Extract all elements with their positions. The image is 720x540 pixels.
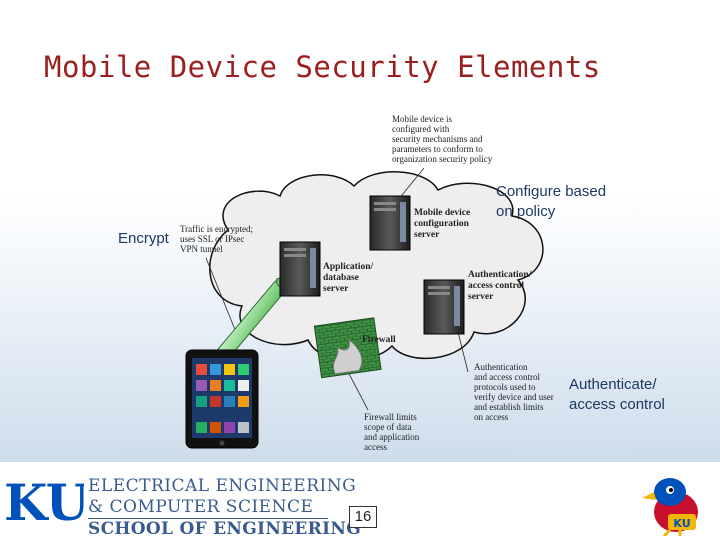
- note-line: uses SSL or IPsec: [180, 234, 245, 244]
- label-line: access control: [468, 281, 525, 291]
- ku-logo-text: KU: [4, 474, 84, 526]
- note-line: scope of data: [364, 422, 412, 432]
- firewall-label: Firewall: [362, 335, 396, 345]
- slide-title: Mobile Device Security Elements: [44, 50, 601, 84]
- jayhawk-mascot-icon: KU: [642, 478, 698, 536]
- label-line: server: [468, 292, 494, 302]
- label-line: server: [414, 230, 440, 240]
- authenticate-callout: Authenticate/ access control: [569, 375, 665, 415]
- footer-divider: [88, 518, 328, 519]
- note-line: VPN tunnel: [180, 244, 223, 254]
- note-line: on access: [474, 412, 509, 422]
- label-line: database: [323, 273, 359, 283]
- label-line: Authentication/: [468, 270, 532, 280]
- callout-line: Authenticate/: [569, 376, 657, 393]
- callout-line: access control: [569, 396, 665, 413]
- dept-line-2: & COMPUTER SCIENCE: [88, 497, 314, 517]
- callout-line: on policy: [496, 203, 556, 220]
- note-line: Mobile device is: [392, 114, 452, 124]
- app-server-icon: [279, 241, 321, 297]
- mdc-server-label: Mobile device configuration server: [414, 208, 470, 241]
- note-line: Authentication: [474, 362, 528, 372]
- configure-callout: Configure based on policy: [496, 182, 606, 222]
- label-line: Application/: [323, 262, 374, 272]
- label-line: Mobile device: [414, 208, 471, 218]
- note-line: organization security policy: [392, 154, 493, 164]
- note-line: configured with: [392, 124, 450, 134]
- security-diagram: Mobile device is configured with securit…: [168, 110, 566, 458]
- note-line: protocols used to: [474, 382, 536, 392]
- label-line: server: [323, 284, 349, 294]
- mdc-server-icon: [369, 195, 411, 251]
- auth-server-label: Authentication/ access control server: [468, 270, 531, 303]
- auth-server-icon: [423, 279, 465, 335]
- auth-note: Authentication and access control protoc…: [474, 362, 554, 422]
- note-line: and access control: [474, 372, 540, 382]
- traffic-note: Traffic is encrypted; uses SSL or IPsec …: [180, 224, 253, 254]
- firewall-icon: [313, 317, 382, 379]
- dept-line-1: ELECTRICAL ENGINEERING: [88, 476, 357, 496]
- school-name: SCHOOL OF ENGINEERING: [88, 519, 362, 539]
- note-line: access: [364, 442, 387, 452]
- note-line: verify device and user: [474, 392, 554, 402]
- note-line: parameters to conform to: [392, 144, 483, 154]
- label-line: configuration: [414, 219, 469, 229]
- note-line: Traffic is encrypted;: [180, 224, 253, 234]
- note-line: Firewall limits: [364, 412, 417, 422]
- firewall-note: Firewall limits scope of data and applic…: [364, 412, 419, 452]
- encrypt-callout: Encrypt: [118, 230, 169, 247]
- app-server-label: Application/ database server: [323, 262, 373, 295]
- note-line: security mechanisms and: [392, 134, 483, 144]
- note-line: and establish limits: [474, 402, 544, 412]
- callout-line: Configure based: [496, 183, 607, 200]
- mobile-device-note: Mobile device is configured with securit…: [392, 114, 492, 164]
- ku-logo: KU: [4, 474, 84, 526]
- diagram-artwork: [185, 167, 544, 449]
- tablet-device-icon: [185, 349, 259, 449]
- page-number: 16: [349, 506, 377, 528]
- note-line: and application: [364, 432, 420, 442]
- mascot-sweater-text: KU: [673, 517, 690, 530]
